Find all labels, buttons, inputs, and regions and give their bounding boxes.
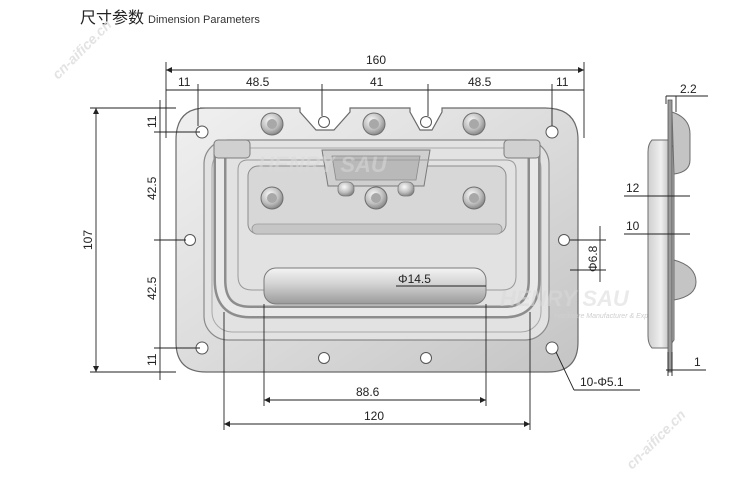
dim-top-vertical: 11 bbox=[145, 115, 159, 128]
mounting-holes bbox=[184, 116, 570, 364]
dim-left-edge: 11 bbox=[178, 75, 191, 89]
dim-side-depth-b: 10 bbox=[626, 219, 640, 233]
watermark-brand-side: HENRY SAU bbox=[500, 286, 630, 311]
watermark-brand: HENRY SAU bbox=[258, 152, 388, 177]
dim-lower-vertical: 42.5 bbox=[145, 276, 159, 300]
rivets bbox=[260, 112, 486, 210]
dim-hole-diameter: Φ6.8 bbox=[586, 245, 600, 272]
dim-grip-length: 88.6 bbox=[356, 385, 380, 399]
dim-overall-width: 160 bbox=[366, 53, 386, 67]
left-dimensions: 107 11 42.5 42.5 11 bbox=[81, 100, 200, 380]
watermark-site-bottom: cn-aifice.cn bbox=[623, 406, 689, 472]
watermark-tagline: Hardware Manufacturer & Exporter bbox=[554, 313, 663, 320]
dim-side-flange: 2.2 bbox=[680, 82, 697, 96]
dim-handle-diameter: Φ14.5 bbox=[398, 272, 431, 286]
side-view: 2.2 12 10 1 bbox=[624, 82, 708, 376]
dim-upper-vertical: 42.5 bbox=[145, 176, 159, 200]
dim-overall-height: 107 bbox=[81, 230, 95, 250]
dim-inner-width: 120 bbox=[364, 409, 384, 423]
page-title-english: Dimension Parameters bbox=[148, 14, 260, 26]
dim-side-thickness: 1 bbox=[694, 355, 701, 369]
dim-right-edge: 11 bbox=[556, 75, 569, 89]
dim-bottom-vertical: 11 bbox=[145, 353, 159, 366]
dim-holes-callout: 10-Φ5.1 bbox=[580, 375, 624, 389]
dim-mid-segment: 41 bbox=[370, 75, 384, 89]
page-title-chinese: 尺寸参数 bbox=[80, 8, 145, 27]
dim-side-depth-a: 12 bbox=[626, 181, 640, 195]
dim-left-segment: 48.5 bbox=[246, 75, 270, 89]
top-dimensions: 160 11 48.5 41 48.5 11 bbox=[165, 53, 585, 138]
watermark-site-top: cn-aifice.cn bbox=[49, 16, 115, 82]
detail-dimensions: Φ14.5 Φ6.8 88.6 120 10-Φ5.1 bbox=[223, 226, 640, 430]
dim-right-segment: 48.5 bbox=[468, 75, 492, 89]
